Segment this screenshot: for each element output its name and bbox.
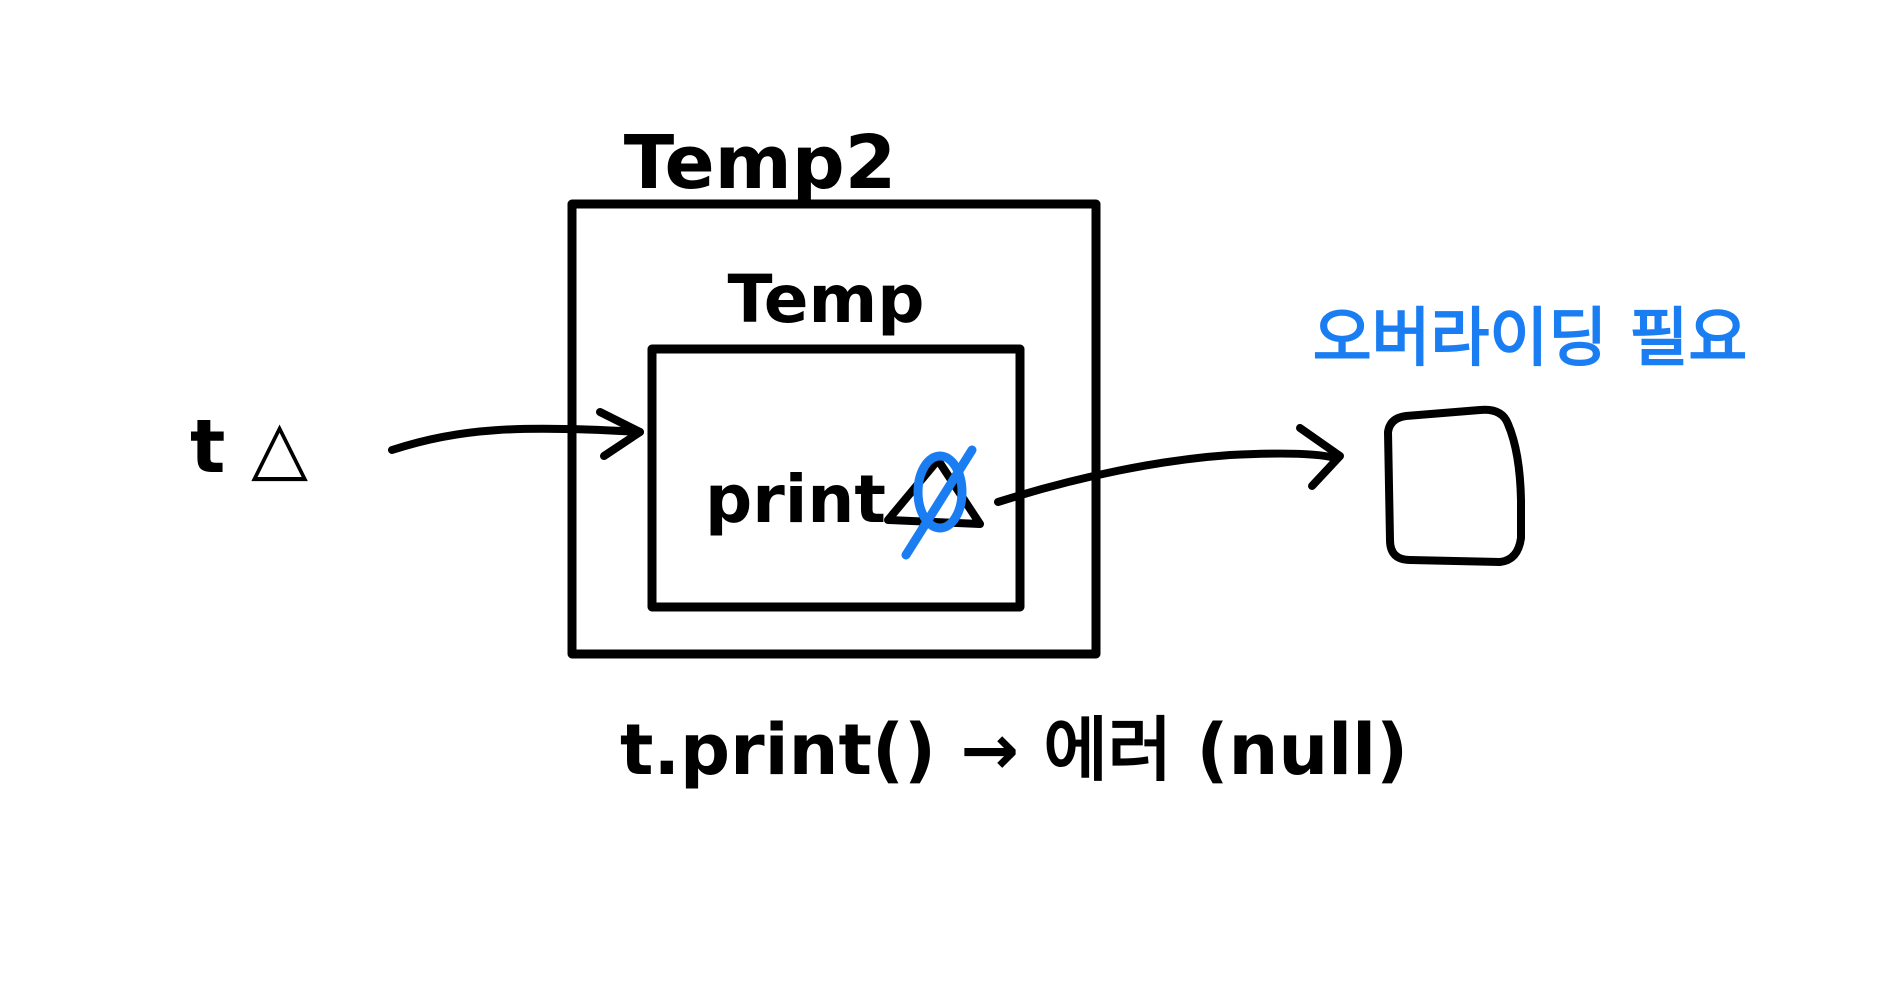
inner-box-label: Temp [727,261,924,338]
outer-box-label: Temp2 [624,120,896,206]
input-label: t △ [190,404,308,490]
input-arrow [388,424,644,454]
output-arrowhead [1296,424,1344,490]
output-arrow [994,449,1339,506]
null-symbol-icon [901,445,977,560]
result-square [1384,405,1525,566]
overriding-note: 오버라이딩 필요 [1313,302,1747,376]
input-arrowhead [596,408,644,460]
inner-box-temp [647,344,1025,612]
bottom-note: t.print() → 에러 (null) [620,709,1408,791]
method-print-label: print [705,461,886,538]
